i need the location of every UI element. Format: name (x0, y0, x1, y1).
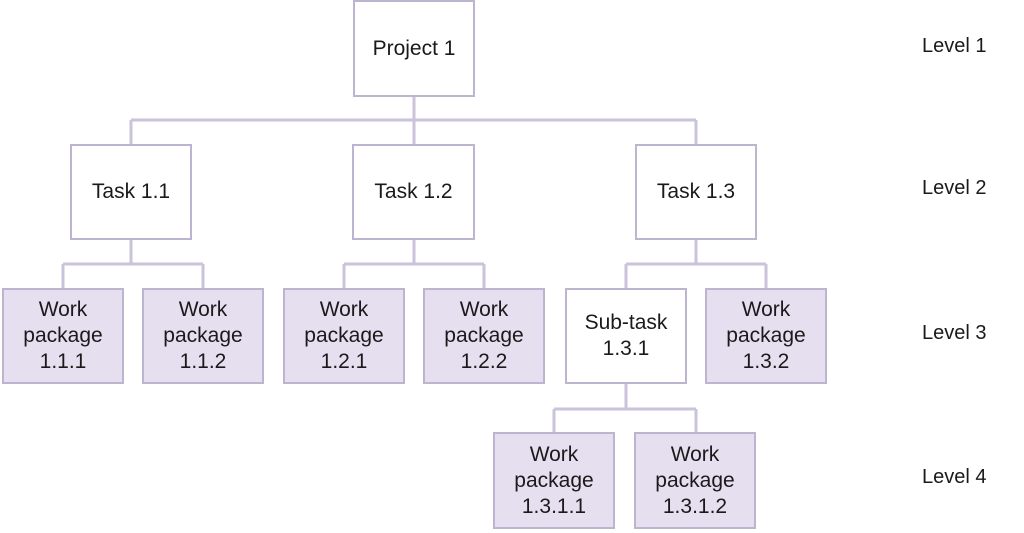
node-task-1-1: Task 1.1 (70, 144, 192, 240)
node-subtask-1-3-1: Sub-task 1.3.1 (565, 288, 687, 384)
node-work-package-1-1-2: Work package 1.1.2 (142, 288, 264, 384)
node-label: Work package 1.3.1.2 (655, 442, 735, 518)
node-label: Task 1.1 (91, 180, 171, 203)
node-label: Work package 1.2.2 (444, 298, 524, 373)
node-project-1: Project 1 (353, 0, 475, 97)
level-3-label: Level 3 (922, 322, 987, 344)
level-2-label: Level 2 (922, 177, 987, 199)
node-task-1-3: Task 1.3 (635, 144, 757, 240)
node-label: Task 1.3 (656, 180, 736, 203)
node-label: Work package 1.1.1 (23, 298, 103, 373)
node-label: Project 1 (372, 36, 456, 60)
node-label: Task 1.2 (374, 180, 453, 203)
node-label: Work package 1.3.1.1 (514, 442, 594, 518)
level-1-label: Level 1 (922, 35, 987, 57)
node-label: Work package 1.1.2 (163, 298, 243, 373)
node-work-package-1-3-1-1: Work package 1.3.1.1 (493, 432, 615, 529)
node-work-package-1-3-2: Work package 1.3.2 (705, 288, 827, 384)
node-label: Work package 1.3.2 (726, 298, 806, 373)
level-4-label: Level 4 (922, 466, 987, 488)
node-label: Sub-task 1.3.1 (584, 311, 668, 360)
node-work-package-1-2-1: Work package 1.2.1 (283, 288, 405, 384)
node-label: Work package 1.2.1 (304, 298, 384, 373)
node-work-package-1-2-2: Work package 1.2.2 (423, 288, 545, 384)
node-task-1-2: Task 1.2 (352, 144, 475, 240)
node-work-package-1-3-1-2: Work package 1.3.1.2 (634, 432, 756, 529)
node-work-package-1-1-1: Work package 1.1.1 (2, 288, 124, 384)
